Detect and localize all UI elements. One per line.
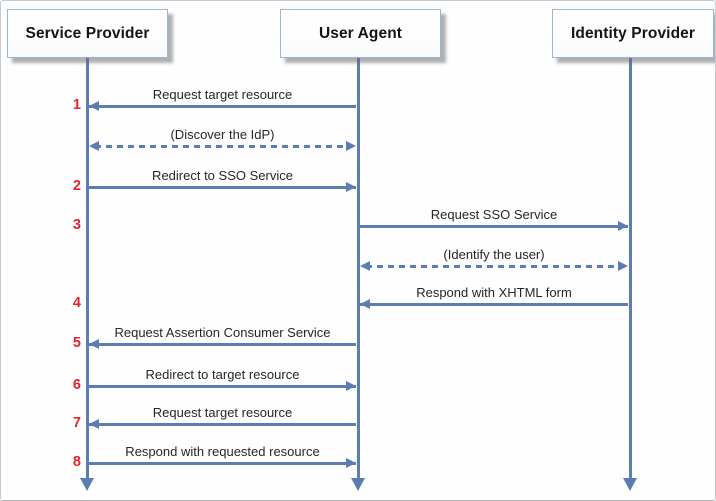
lifeline-user-agent [356, 56, 360, 479]
message-line-3 [89, 186, 356, 189]
message-label-3: Redirect to SSO Service [152, 168, 293, 183]
actor-label-identity-provider: Identity Provider [570, 24, 695, 42]
arrowhead-right-10 [346, 458, 356, 468]
message-label-5: (Identify the user) [443, 247, 545, 262]
message-line-9 [89, 423, 356, 426]
message-label-4: Request SSO Service [430, 207, 558, 222]
actor-label-user-agent: User Agent [318, 24, 403, 42]
step-number-2: 2 [72, 178, 81, 194]
message-label-8: Redirect to target resource [145, 367, 300, 382]
actor-label-service-provider: Service Provider [25, 24, 150, 42]
lifeline-end-arrow-user-agent [351, 478, 365, 491]
actor-box-identity-provider: Identity Provider [552, 9, 714, 58]
arrowhead-right-3 [346, 182, 356, 192]
step-number-6: 6 [72, 377, 81, 393]
arrowhead-right-2 [346, 141, 356, 151]
lifeline-end-arrow-service-provider [80, 478, 94, 491]
step-number-8: 8 [72, 454, 81, 470]
arrowhead-right-8 [346, 381, 356, 391]
message-line-6 [360, 303, 628, 306]
message-line-1 [89, 105, 356, 108]
step-number-5: 5 [72, 335, 81, 351]
arrowhead-left-5 [360, 261, 370, 271]
message-line-8 [89, 385, 356, 388]
message-label-9: Request target resource [152, 405, 293, 420]
message-line-5 [366, 265, 622, 268]
message-line-2 [95, 145, 350, 148]
actor-box-service-provider: Service Provider [7, 9, 168, 58]
message-label-6: Respond with XHTML form [416, 285, 572, 300]
arrowhead-right-5 [618, 261, 628, 271]
arrowhead-left-6 [360, 299, 370, 309]
message-line-4 [360, 225, 628, 228]
message-label-7: Request Assertion Consumer Service [114, 325, 331, 340]
step-number-1: 1 [72, 97, 81, 113]
step-number-4: 4 [72, 295, 81, 311]
lifeline-service-provider [85, 56, 89, 479]
message-label-10: Respond with requested resource [125, 444, 320, 459]
message-label-2: (Discover the IdP) [170, 127, 275, 142]
message-line-7 [89, 343, 356, 346]
step-number-3: 3 [72, 217, 81, 233]
arrowhead-left-2 [89, 141, 99, 151]
lifeline-identity-provider [628, 56, 632, 479]
message-line-10 [89, 462, 356, 465]
step-number-7: 7 [72, 415, 81, 431]
lifeline-end-arrow-identity-provider [623, 478, 637, 491]
message-label-1: Request target resource [152, 87, 293, 102]
arrowhead-left-9 [89, 419, 99, 429]
actor-box-user-agent: User Agent [280, 9, 441, 58]
arrowhead-left-1 [89, 101, 99, 111]
arrowhead-right-4 [618, 221, 628, 231]
arrowhead-left-7 [89, 339, 99, 349]
